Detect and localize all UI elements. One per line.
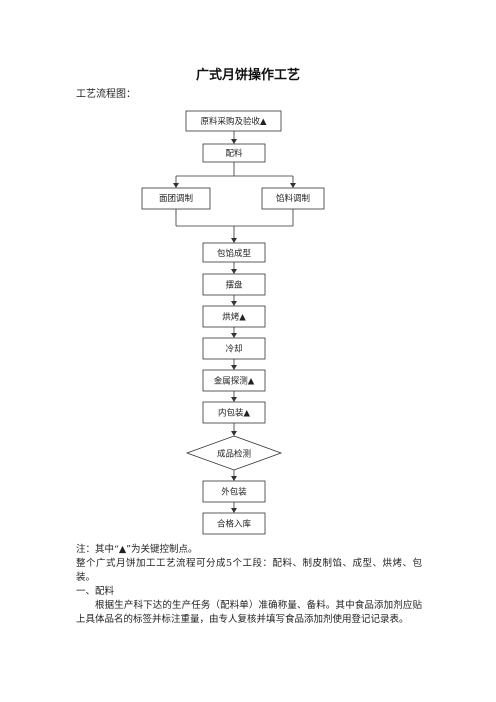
flow-step-wrap: 包馅成型 [202, 242, 266, 263]
flow-step-procure: 原料采购及验收▲ [185, 110, 282, 132]
flow-step-label: 馅料调制 [276, 193, 310, 204]
flow-step-label: 内包装▲ [218, 408, 251, 419]
arrow-head [231, 269, 237, 274]
key-control-note: 注：其中“▲”为关键控制点。 [76, 544, 198, 555]
arrow-head [173, 183, 179, 188]
flow-step-label: 合格入库 [217, 519, 252, 530]
flow-step-label: 配料 [225, 148, 243, 159]
flow-step-label: 金属探测▲ [214, 376, 255, 387]
flow-step-bake: 烘烤▲ [202, 305, 266, 328]
process-flowchart: 原料采购及验收▲ 配料 面团调制 馅料调制 包馅成型 摆盘 烘烤▲ 冷却 金属探… [141, 110, 325, 535]
flow-step-label: 成品检测 [217, 449, 251, 460]
arrow-head [231, 365, 237, 370]
flow-step-label: 外包装 [221, 487, 247, 498]
flow-step-innerpack: 内包装▲ [202, 401, 266, 424]
flow-step-label: 原料采购及验收▲ [200, 116, 267, 127]
flow-step-store: 合格入库 [202, 512, 266, 535]
flow-step-inspect: 成品检测 [185, 435, 283, 471]
flow-step-batch: 配料 [202, 143, 266, 163]
flow-step-label: 摆盘 [225, 280, 243, 291]
flow-step-outerpack: 外包装 [202, 480, 266, 503]
section-body: 根据生产科下达的生产任务（配料单）准确称量、备料。其中食品添加剂应贴上具体品名的… [76, 600, 422, 625]
page-title: 广式月饼操作工艺 [195, 68, 300, 83]
flow-connectors [173, 131, 296, 513]
arrow-head [231, 397, 237, 402]
flowchart-caption: 工艺流程图： [76, 89, 136, 100]
flow-step-cool: 冷却 [202, 337, 266, 360]
arrow-head [231, 238, 237, 243]
arrow-head [231, 333, 237, 338]
flow-step-label: 冷却 [225, 344, 242, 355]
section-heading: 一、配料 [76, 586, 115, 597]
arrow-head [231, 301, 237, 306]
flow-step-metal: 金属探测▲ [202, 369, 266, 392]
arrow-head [231, 508, 237, 513]
flow-step-tray: 摆盘 [202, 273, 266, 296]
flow-step-label: 烘烤▲ [222, 312, 246, 323]
arrow-head [290, 183, 296, 188]
flow-step-label: 包馅成型 [217, 248, 252, 259]
flow-step-label: 面团调制 [159, 193, 193, 204]
process-summary: 整个广式月饼加工工艺流程可分成5个工段：配料、制皮制馅、成型、烘烤、包装。 [76, 558, 422, 583]
flow-step-filling: 馅料调制 [261, 187, 325, 210]
arrow-head [231, 431, 237, 436]
arrow-head [231, 139, 237, 144]
decision-diamond [185, 435, 283, 471]
flow-step-dough: 面团调制 [141, 187, 211, 210]
arrow-head [231, 476, 237, 481]
